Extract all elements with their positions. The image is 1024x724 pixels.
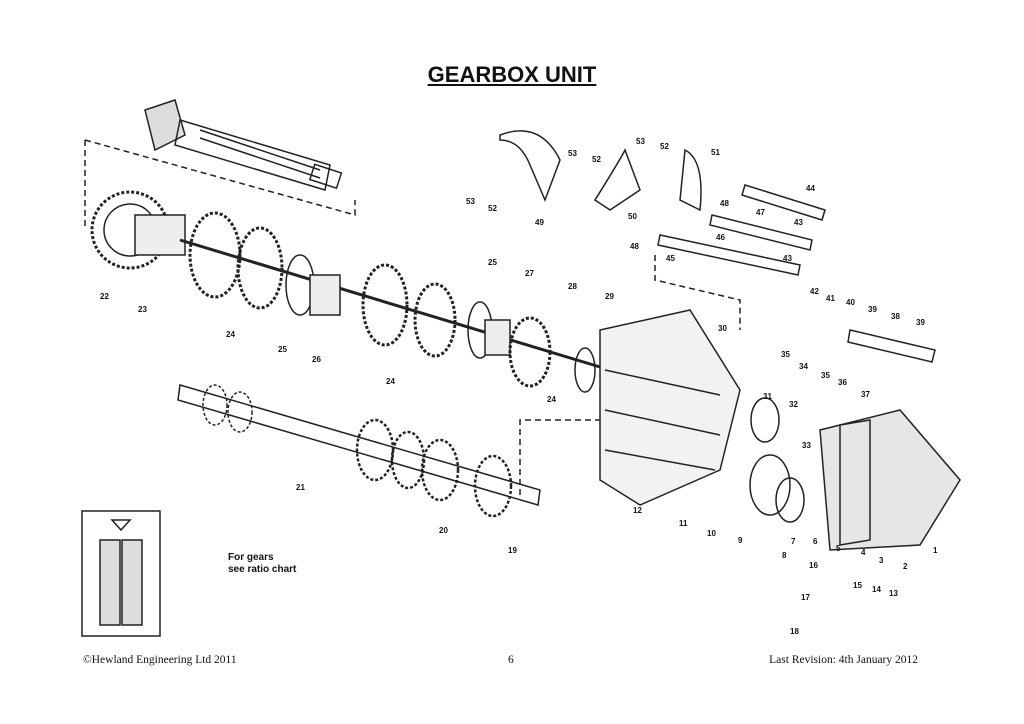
part-label: 31 xyxy=(763,392,772,401)
part-label: 52 xyxy=(592,155,601,164)
mainshaft xyxy=(177,384,541,518)
title-text: GEARBOX UNIT xyxy=(427,62,597,87)
dashed-guide xyxy=(84,139,356,230)
gear-detail-inset xyxy=(81,510,161,637)
part-label: 48 xyxy=(630,242,639,251)
part-label: 37 xyxy=(861,390,870,399)
part-label: 1 xyxy=(933,546,938,555)
part-label: 52 xyxy=(660,142,669,151)
part-label: 9 xyxy=(738,536,743,545)
part-label: 38 xyxy=(891,312,900,321)
part-label: 32 xyxy=(789,400,798,409)
footer-revision: Last Revision: 4th January 2012 xyxy=(769,654,918,666)
layshaft-gears xyxy=(90,190,611,393)
part-label: 47 xyxy=(756,208,765,217)
part-label: 27 xyxy=(525,269,534,278)
part-label: 43 xyxy=(783,254,792,263)
part-label: 24 xyxy=(386,377,395,386)
part-label: 8 xyxy=(782,551,787,560)
gearbox-casing xyxy=(599,309,961,551)
selector-forks xyxy=(499,130,936,363)
part-label: 17 xyxy=(801,593,810,602)
part-label: 30 xyxy=(718,324,727,333)
part-label: 20 xyxy=(439,526,448,535)
dashed-guide xyxy=(519,255,741,495)
part-label: 4 xyxy=(861,548,866,557)
part-label: 25 xyxy=(278,345,287,354)
part-label: 18 xyxy=(790,627,799,636)
part-label: 50 xyxy=(628,212,637,221)
part-label: 2 xyxy=(903,562,908,571)
part-label: 33 xyxy=(802,441,811,450)
part-label: 13 xyxy=(889,589,898,598)
part-label: 5 xyxy=(836,544,841,553)
part-label: 41 xyxy=(826,294,835,303)
part-label: 11 xyxy=(679,519,688,528)
part-label: 53 xyxy=(568,149,577,158)
part-label: 24 xyxy=(226,330,235,339)
part-label: 12 xyxy=(633,506,642,515)
note-line-2: see ratio chart xyxy=(228,564,297,575)
part-label: 53 xyxy=(466,197,475,206)
part-label: 42 xyxy=(810,287,819,296)
part-label: 40 xyxy=(846,298,855,307)
part-label: 35 xyxy=(781,350,790,359)
footer-page-number: 6 xyxy=(508,654,514,666)
part-label: 19 xyxy=(508,546,517,555)
part-label: 48 xyxy=(720,199,729,208)
part-label: 44 xyxy=(806,184,815,193)
part-label: 16 xyxy=(809,561,818,570)
part-label: 34 xyxy=(799,362,808,371)
part-label: 15 xyxy=(853,581,862,590)
part-label: 45 xyxy=(666,254,675,263)
part-label: 22 xyxy=(100,292,109,301)
part-label: 51 xyxy=(711,148,720,157)
part-label: 39 xyxy=(868,305,877,314)
part-label: 14 xyxy=(872,585,881,594)
part-label: 3 xyxy=(879,556,884,565)
part-label: 49 xyxy=(535,218,544,227)
part-label: 6 xyxy=(813,537,818,546)
part-label: 36 xyxy=(838,378,847,387)
part-label: 52 xyxy=(488,204,497,213)
gear-ratio-note: For gears see ratio chart xyxy=(228,552,296,576)
part-label: 43 xyxy=(794,218,803,227)
part-label: 29 xyxy=(605,292,614,301)
part-label: 39 xyxy=(916,318,925,327)
part-label: 21 xyxy=(296,483,305,492)
part-label: 28 xyxy=(568,282,577,291)
note-line-1: For gears xyxy=(228,552,274,563)
part-label: 26 xyxy=(312,355,321,364)
crown-wheel-pinion xyxy=(144,99,343,191)
part-label: 35 xyxy=(821,371,830,380)
part-label: 10 xyxy=(707,529,716,538)
part-label: 25 xyxy=(488,258,497,267)
page-title: GEARBOX UNIT xyxy=(0,62,1024,88)
part-label: 24 xyxy=(547,395,556,404)
part-label: 7 xyxy=(791,537,796,546)
part-label: 23 xyxy=(138,305,147,314)
part-label: 46 xyxy=(716,233,725,242)
part-label: 53 xyxy=(636,137,645,146)
footer-copyright: ©Hewland Engineering Ltd 2011 xyxy=(83,654,237,666)
